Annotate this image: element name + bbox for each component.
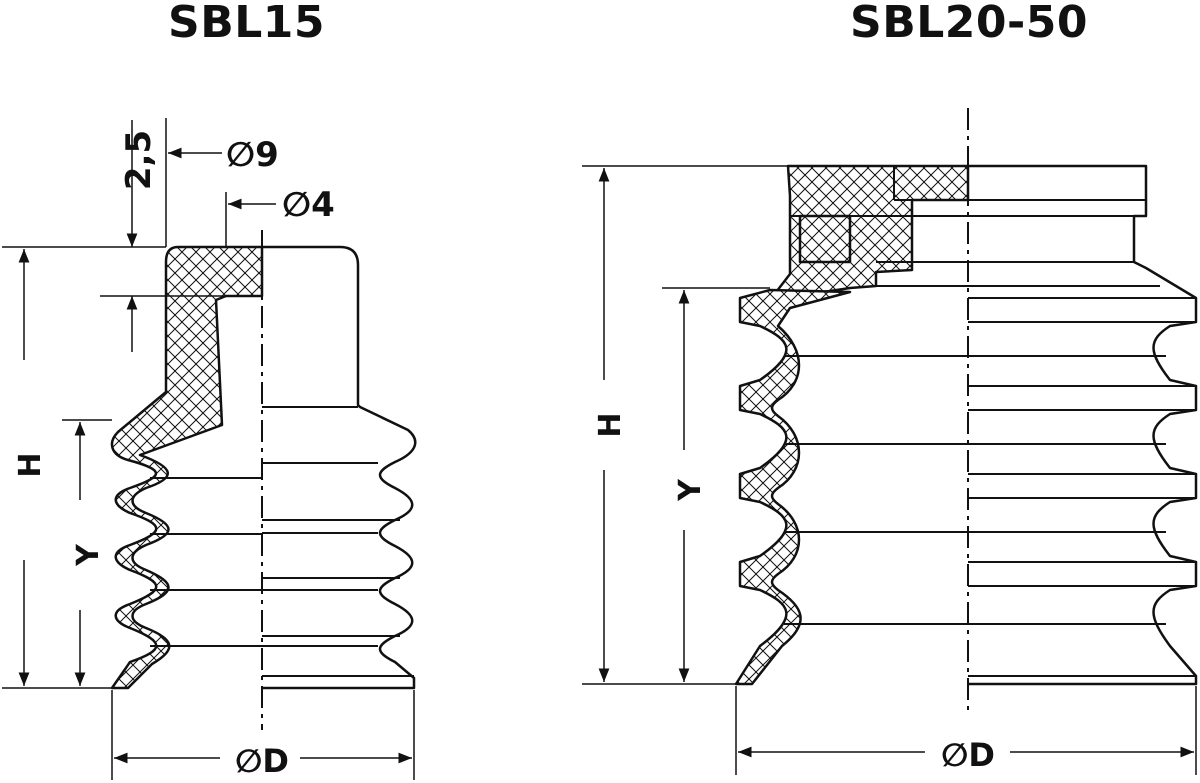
sbl15-right-profile [262,245,417,690]
title-sbl15: SBL15 [168,0,325,48]
sbl15-section [110,245,264,690]
sbl15-diameter-label: ∅D [235,742,289,780]
sbl20-50-diameter-label: ∅D [941,736,995,774]
sbl15-thickness-label: 2,5 [119,130,159,190]
sbl20-50-right-profile [968,164,1198,686]
sbl15-height-label: H [13,452,48,477]
sbl20-50-drawing [582,108,1198,775]
sbl15-stroke-label: Y [71,543,106,567]
sbl15-outer-diameter-label: ∅9 [226,135,279,175]
title-sbl20-50: SBL20-50 [850,0,1088,48]
sbl20-50-stroke-label: Y [673,478,708,502]
sbl20-50-height-label: H [593,412,628,437]
sbl15-drawing [2,118,417,780]
sbl20-50-wall [734,288,852,686]
sbl15-inner-diameter-label: ∅4 [282,185,335,225]
